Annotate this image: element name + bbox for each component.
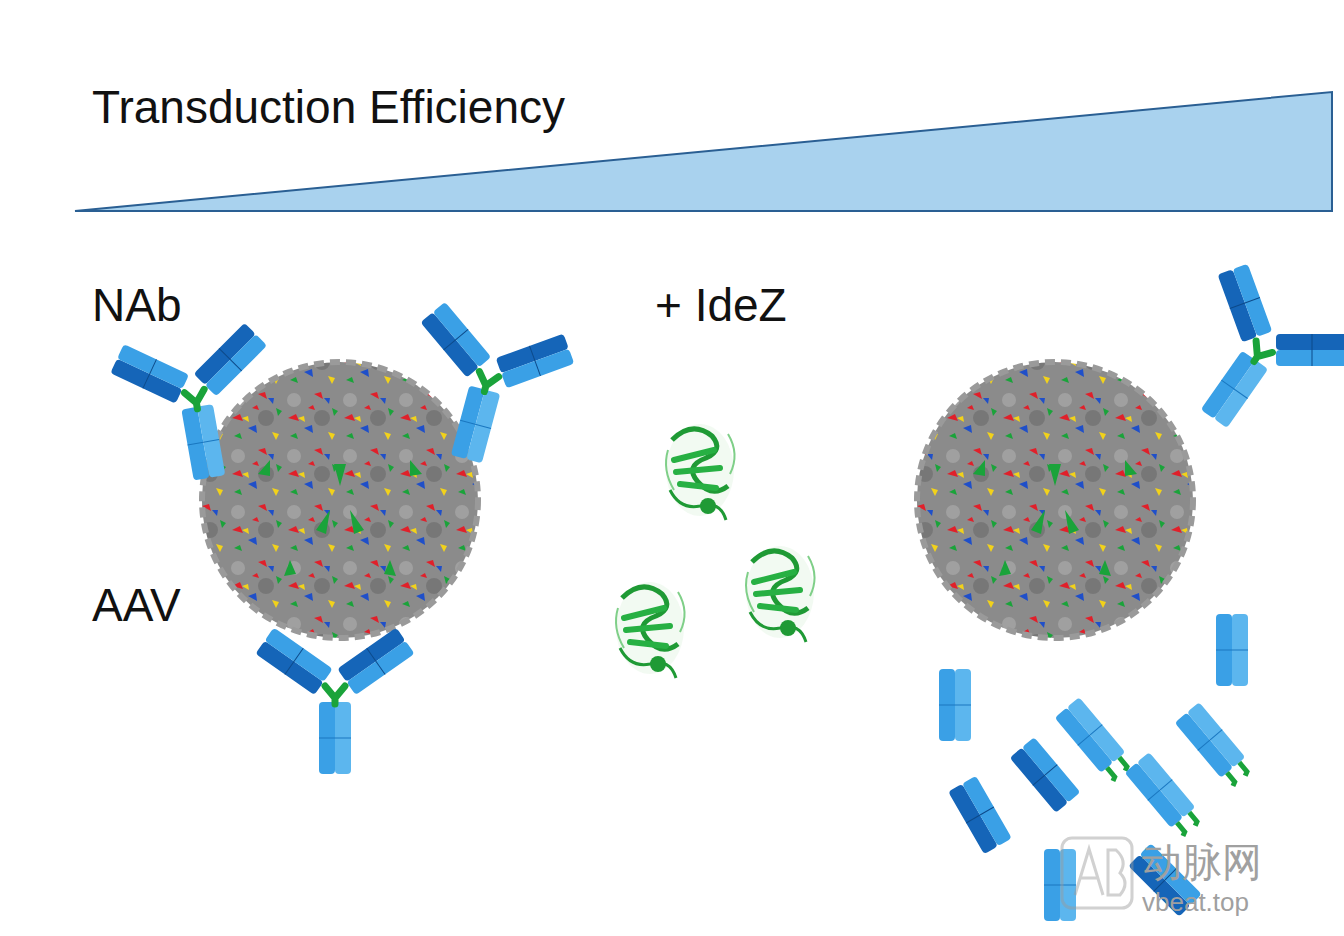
chart-title: Transduction Efficiency <box>92 82 565 133</box>
antibody <box>389 297 581 480</box>
ideZ-enzyme <box>666 424 735 520</box>
watermark: vbeat.top <box>1142 888 1249 917</box>
antibody <box>255 628 414 774</box>
ideZ-enzyme <box>616 582 685 678</box>
aav-capsid <box>202 362 478 638</box>
antibody-label: NAb <box>92 280 181 331</box>
ideZ-enzyme <box>746 546 815 642</box>
antibody <box>1149 253 1344 464</box>
antibody <box>106 320 288 492</box>
aav-capsid <box>917 362 1193 638</box>
enzyme-label: + IdeZ <box>655 280 787 331</box>
virus-label: AAV <box>92 580 181 631</box>
watermark: 动脉网 <box>1142 840 1262 884</box>
watermark-logo <box>1062 838 1132 908</box>
